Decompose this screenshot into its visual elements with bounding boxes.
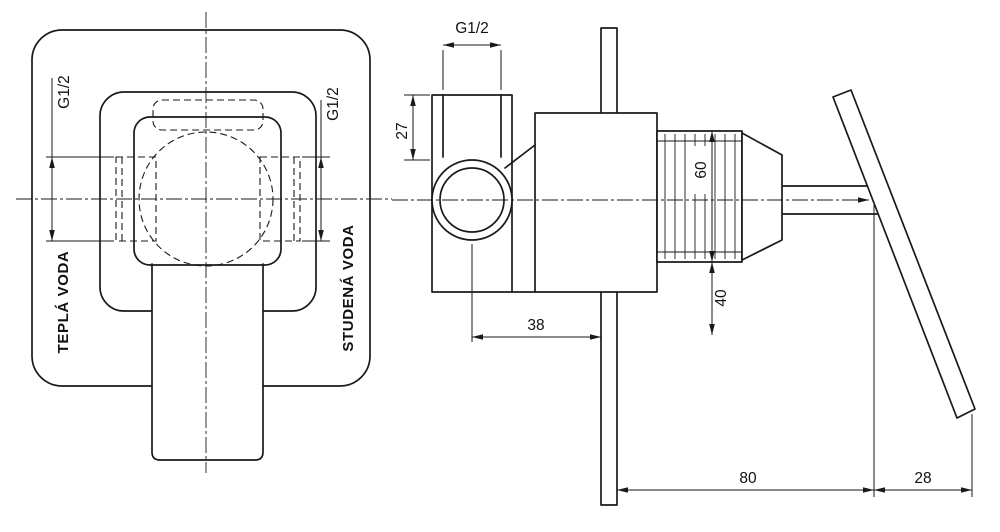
dim-27: 27	[394, 94, 430, 161]
dim-g12-right: G1/2	[302, 87, 342, 242]
dim-g12-top-label: G1/2	[455, 20, 489, 37]
dim-40-label: 40	[713, 289, 730, 307]
dim-27-label: 27	[394, 122, 411, 139]
dim-80: 80	[617, 205, 875, 497]
handle-base-front	[133, 116, 282, 266]
dim-text-mask	[692, 146, 712, 194]
dim-g12-top: G1/2	[442, 20, 502, 90]
handle-lever	[832, 89, 976, 419]
side-view: G1/2 27 38 60 40 80	[392, 20, 976, 506]
dim-28-label: 28	[914, 470, 931, 487]
dim-60: 60	[692, 131, 715, 262]
body-chamfer-edge	[504, 144, 536, 169]
hot-water-label: TEPLÁ VODA	[55, 251, 72, 354]
handle-shaft-front	[151, 263, 264, 461]
handle-hub-side	[741, 132, 783, 261]
thread-lines	[657, 134, 742, 259]
front-view: G1/2 G1/2 TEPLÁ VODA STUDENÁ VODA	[16, 12, 392, 473]
handle-hub-hidden	[152, 99, 264, 131]
dim-g12-left-label: G1/2	[56, 75, 73, 109]
dim-g12-left: G1/2	[46, 75, 114, 242]
cold-water-label: STUDENÁ VODA	[340, 224, 357, 351]
dim-40: 40	[709, 262, 730, 335]
dim-38-label: 38	[527, 317, 544, 334]
dim-38: 38	[471, 244, 601, 342]
dim-80-label: 80	[739, 470, 757, 487]
dim-60-label: 60	[693, 161, 710, 179]
dim-g12-right-label: G1/2	[325, 87, 342, 121]
valve-cartridge-body	[534, 112, 658, 293]
handle-shaft-fill	[152, 264, 263, 460]
dim-28: 28	[874, 414, 973, 497]
